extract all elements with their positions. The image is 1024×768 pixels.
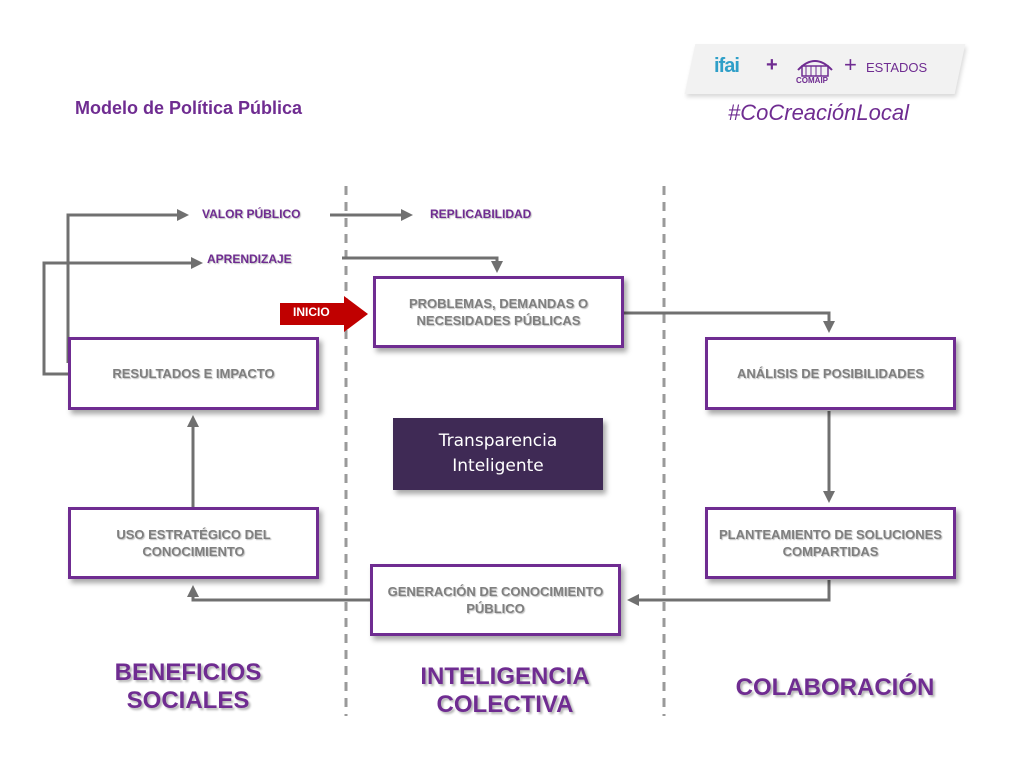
logo-plus-sign-2: + (844, 52, 857, 77)
arrow-problemas-to-analisis (624, 311, 835, 333)
label-replicabilidad: REPLICABILIDAD (430, 207, 532, 221)
page-title: Modelo de Política Pública (75, 98, 303, 118)
arrow-aprendizaje-to-problemas (342, 256, 503, 273)
column-title-colaboracion: COLABORACIÓN (735, 674, 935, 701)
arrow-to-valor-publico (66, 209, 189, 363)
logo-plus-sign: + (766, 54, 778, 76)
comaip-logo-text: COMAIP (796, 76, 828, 85)
arrow-to-aprendizaje (42, 257, 203, 376)
arrow-planteamiento-to-generacion (627, 580, 831, 606)
label-valor-publico: VALOR PÚBLICO (202, 207, 301, 221)
column-title-inteligencia: INTELIGENCIA COLECTIVA (420, 663, 590, 718)
box-problemas: PROBLEMAS, DEMANDAS O NECESIDADES PÚBLIC… (373, 276, 624, 348)
label-aprendizaje: APRENDIZAJE (207, 252, 292, 266)
inicio-arrow-icon (280, 296, 368, 332)
box-uso-estrategico: USO ESTRATÉGICO DEL CONOCIMIENTO (68, 507, 319, 579)
box-planteamiento: PLANTEAMIENTO DE SOLUCIONES COMPARTIDAS (705, 507, 956, 579)
ifai-logo: ifai (714, 55, 740, 77)
column-title-beneficios: BENEFICIOS SOCIALES (114, 659, 262, 714)
box-analisis: ANÁLISIS DE POSIBILIDADES (705, 337, 956, 410)
estados-label: ESTADOS (866, 60, 928, 75)
box-generacion: GENERACIÓN DE CONOCIMIENTO PÚBLICO (370, 564, 621, 636)
hashtag: #CoCreaciónLocal (728, 100, 909, 125)
box-resultados: RESULTADOS E IMPACTO (68, 337, 319, 410)
arrow-generacion-to-uso (187, 585, 370, 602)
inicio-label: INICIO (293, 305, 330, 319)
box-transparencia-inteligente: Transparencia Inteligente (393, 418, 603, 490)
comaip-seal-icon (797, 60, 833, 77)
